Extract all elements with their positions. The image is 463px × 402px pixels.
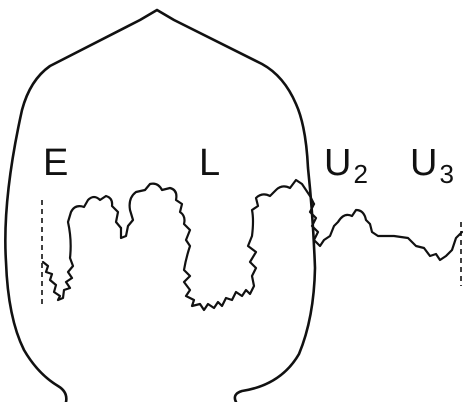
suture-e-lobe bbox=[43, 196, 121, 300]
label-e: E bbox=[43, 144, 68, 182]
suture-u2-lobe bbox=[310, 204, 462, 260]
label-l: L bbox=[199, 144, 220, 182]
label-u3: U3 bbox=[410, 144, 454, 193]
whorl-outline bbox=[5, 10, 315, 402]
suture-l-lobe bbox=[121, 180, 314, 310]
label-u2: U2 bbox=[324, 144, 368, 193]
